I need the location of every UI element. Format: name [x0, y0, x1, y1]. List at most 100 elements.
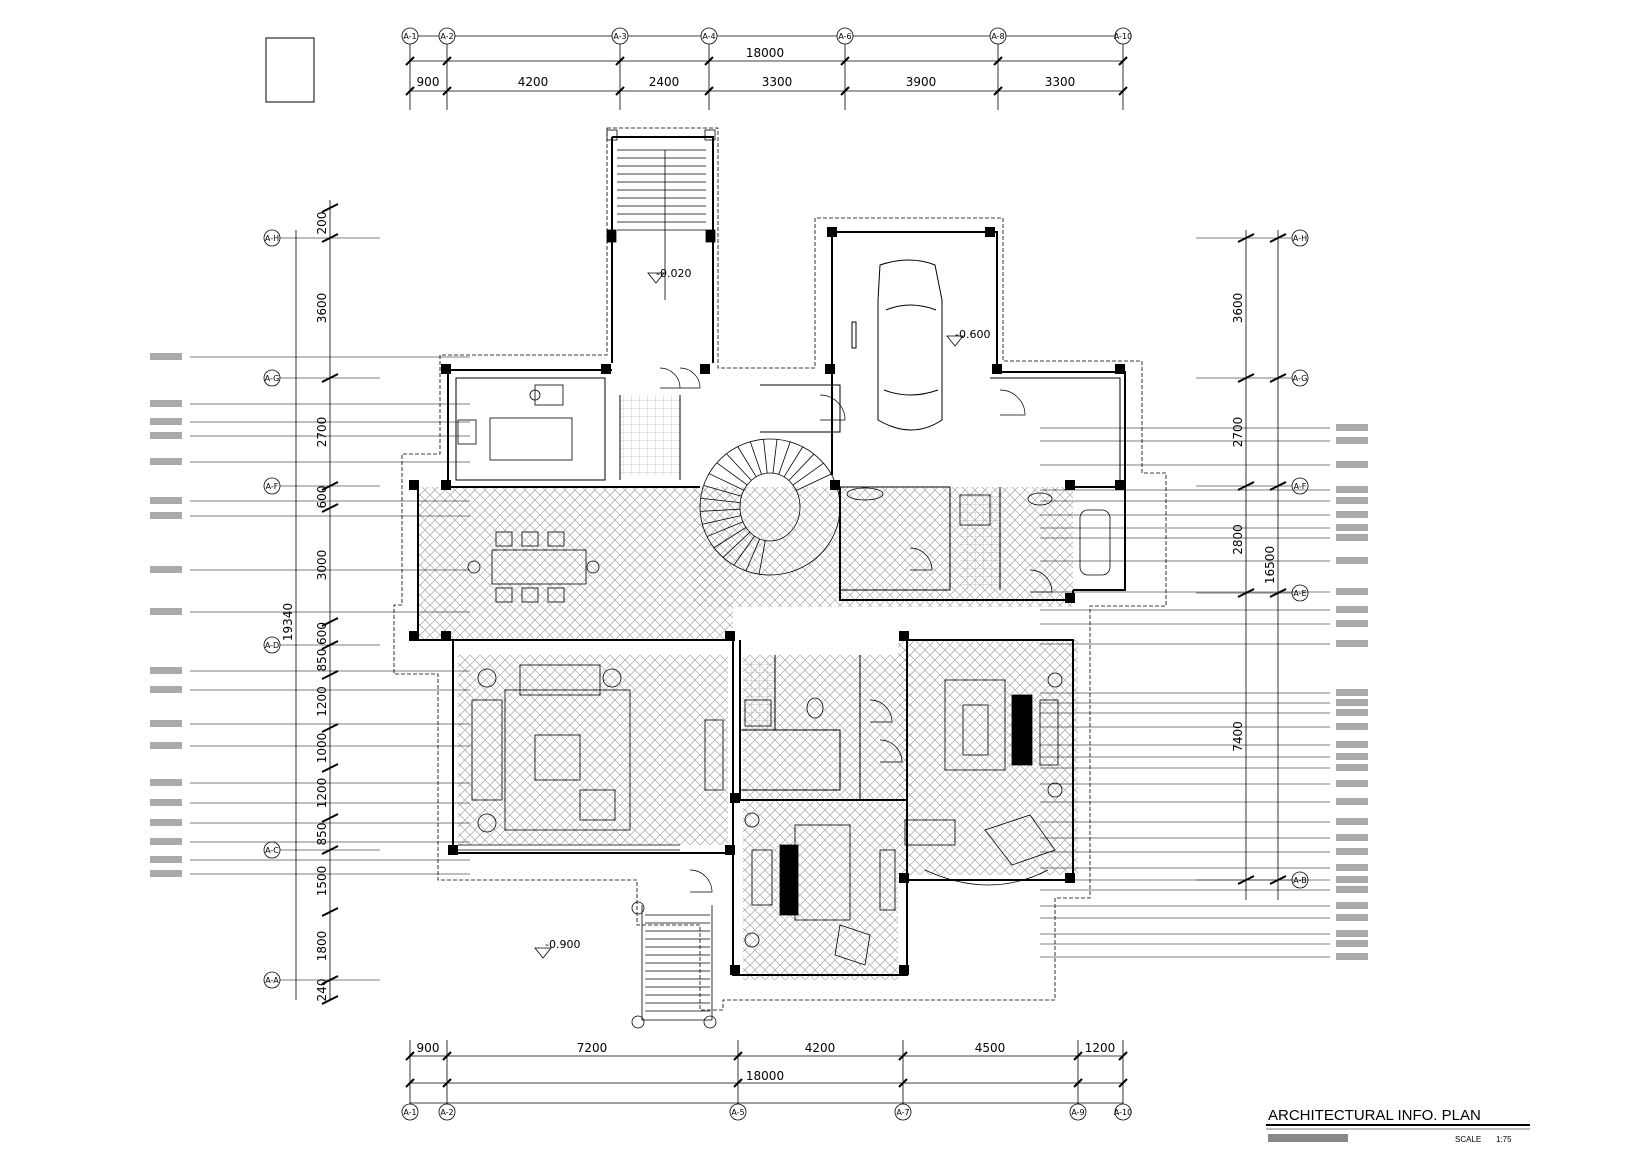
scale-label: SCALE [1455, 1135, 1481, 1144]
leader-note [150, 667, 182, 674]
left-segment-dim: 1500 [315, 866, 329, 897]
stair-tread [700, 508, 741, 512]
stair-tread [763, 439, 768, 474]
column [1115, 480, 1125, 490]
leader-note [150, 799, 182, 806]
leader-note [1336, 534, 1368, 541]
leader-note [1336, 497, 1368, 504]
thin-walls [455, 377, 1121, 800]
column [441, 480, 451, 490]
left-segment-dim: 200 [315, 212, 329, 235]
bottom-segment-dim: 1200 [1085, 1041, 1116, 1055]
right-total-dim: 16500 [1263, 546, 1277, 584]
leader-note [1336, 741, 1368, 748]
leader-note [1336, 848, 1368, 855]
leader-note [150, 686, 182, 693]
leader-note [150, 512, 182, 519]
axis-label: A-10 [1114, 1108, 1132, 1117]
axis-bubble: A-1 [401, 27, 419, 45]
leader-note [1336, 940, 1368, 947]
leader-note [1336, 424, 1368, 431]
floor-finishes [418, 395, 1078, 980]
stair-tread [713, 527, 747, 549]
axis-bubble: A-F [1291, 477, 1309, 495]
column [441, 631, 451, 641]
column [730, 793, 740, 803]
dining-chair [547, 531, 565, 547]
left-segment-dim: 1200 [315, 686, 329, 717]
right-segment-dim: 2800 [1231, 524, 1245, 555]
leader-note [1336, 709, 1368, 716]
axis-bubble: A-4 [700, 27, 718, 45]
axis-label: A-D [265, 641, 279, 650]
door-swing [819, 394, 846, 421]
left-segment-dim: 240 [315, 979, 329, 1002]
column [825, 364, 835, 374]
axis-bubble: A-C [263, 841, 281, 859]
leader-note [150, 432, 182, 439]
door-swing [659, 367, 681, 389]
axis-label: A-1 [403, 32, 416, 41]
column [899, 631, 909, 641]
left-segment-dim: 1000 [315, 733, 329, 764]
leader-note [1336, 914, 1368, 921]
stair-tread [758, 540, 766, 575]
leader-note [1336, 640, 1368, 647]
stair-tread [700, 497, 741, 504]
living-room-furniture [458, 664, 724, 851]
door-swing [909, 547, 933, 571]
column [409, 480, 419, 490]
stair-tread [778, 441, 791, 475]
left-segment-dim: 600 [315, 486, 329, 509]
axis-label: A-8 [991, 32, 1004, 41]
axis-label: A-B [1293, 876, 1306, 885]
left-segment-dim: 3000 [315, 550, 329, 581]
column [725, 631, 735, 641]
axis-bubble: A-1 [401, 1103, 419, 1121]
axis-bubble: A-5 [729, 1103, 747, 1121]
leader-note [150, 497, 182, 504]
left-segment-dim: 3600 [315, 293, 329, 324]
column [899, 873, 909, 883]
column [601, 364, 611, 374]
leader-note [150, 819, 182, 826]
svg-text:-0.900: -0.900 [545, 938, 580, 951]
leader-note [150, 720, 182, 727]
south-bedroom [744, 812, 896, 966]
axis-bubble: A-A [263, 971, 281, 989]
dining-chair [495, 531, 513, 547]
column [1065, 593, 1075, 603]
top-segment-dim: 4200 [518, 75, 549, 89]
door-swings [659, 367, 1053, 893]
axis-label: A-10 [1114, 32, 1132, 41]
axis-bubble: A-8 [989, 27, 1007, 45]
axis-label: A-9 [1071, 1108, 1084, 1117]
leader-note [150, 458, 182, 465]
door-swing [689, 869, 713, 893]
leader-note [150, 566, 182, 573]
left-segment-dim: 1800 [315, 931, 329, 962]
bottom-segment-dim: 900 [417, 1041, 440, 1055]
axis-bubble: A-H [1291, 229, 1309, 247]
north-entry-stair [606, 129, 716, 300]
axis-label: A-H [265, 234, 279, 243]
scale-value: 1:75 [1496, 1135, 1512, 1144]
axis-label: A-G [265, 374, 280, 383]
bottom-segment-dim: 4500 [975, 1041, 1006, 1055]
leader-note [150, 608, 182, 615]
stair-tread [796, 473, 832, 491]
axis-label: A-2 [440, 1108, 453, 1117]
left-segment-dim: 600 [315, 622, 329, 645]
axis-label: A-H [1293, 234, 1307, 243]
stair-tread [708, 473, 745, 491]
top-segment-dim: 3300 [1045, 75, 1076, 89]
dining-chair [547, 587, 565, 603]
leader-note [1336, 902, 1368, 909]
stair-tread [783, 446, 804, 478]
axis-bubble: A-9 [1069, 1103, 1087, 1121]
column [830, 480, 840, 490]
leader-note [1336, 461, 1368, 468]
axis-bubble: A-7 [894, 1103, 912, 1121]
